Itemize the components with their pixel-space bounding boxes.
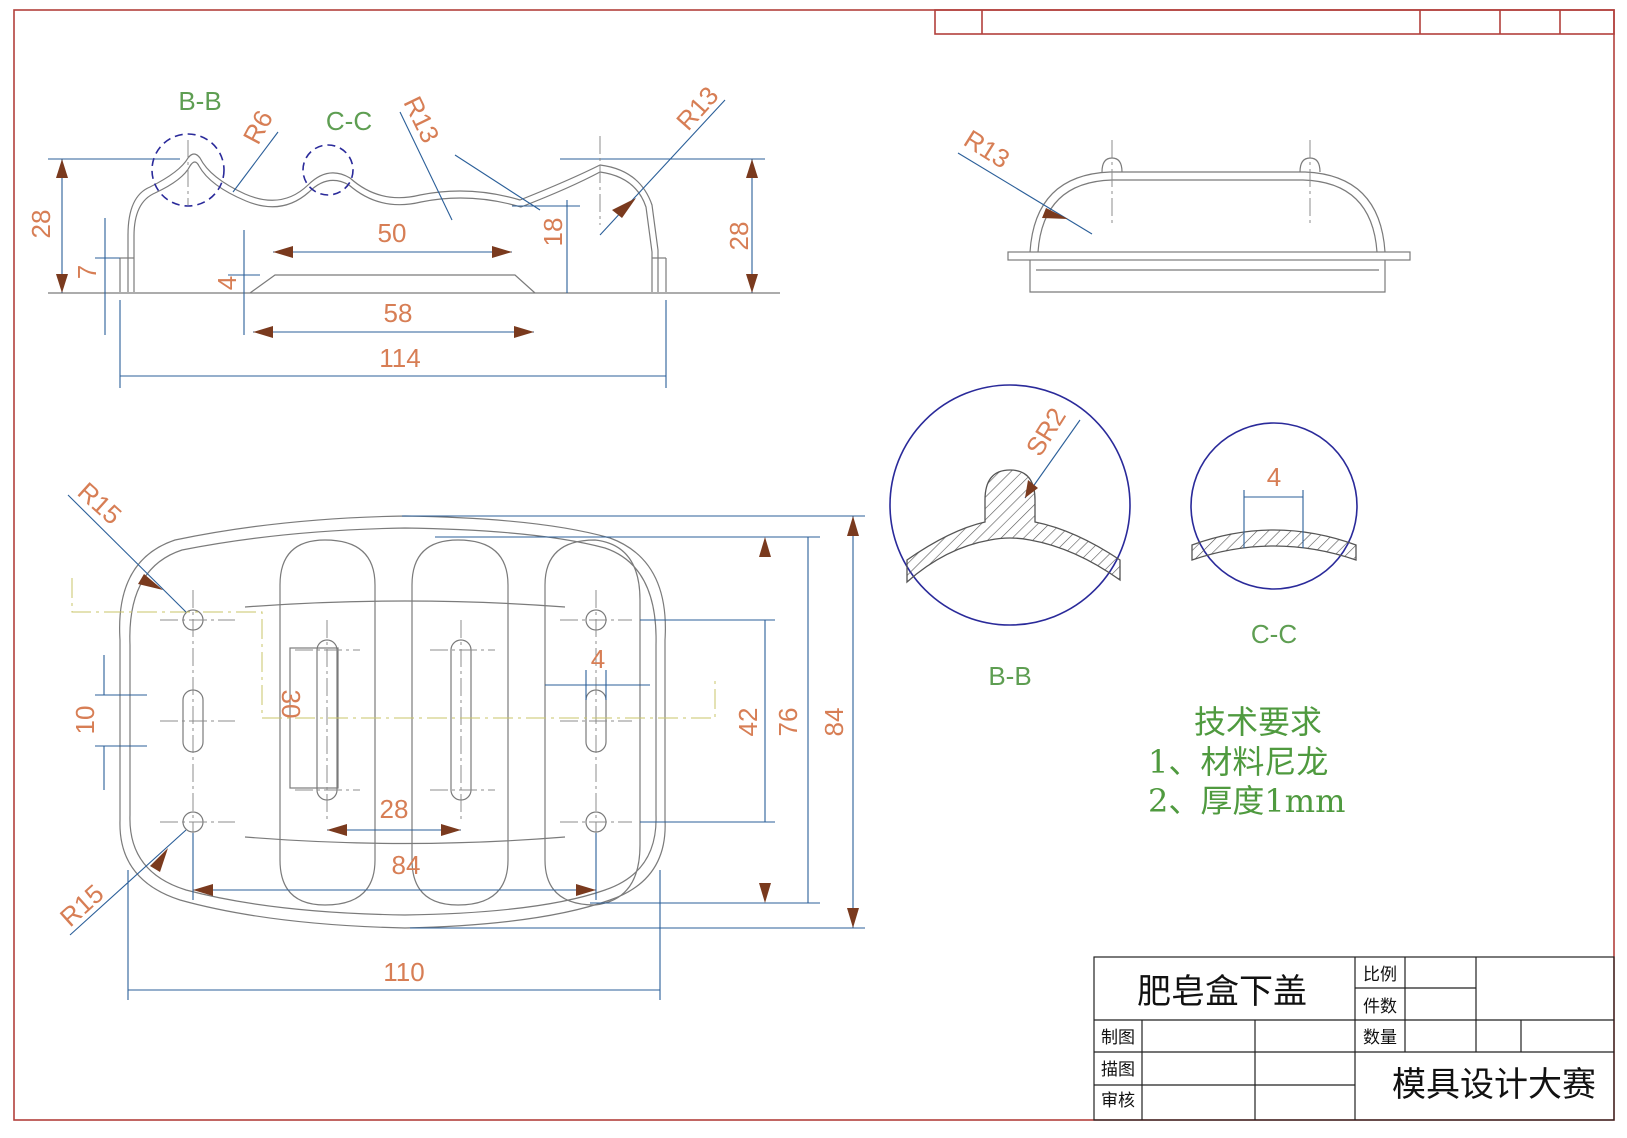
pieces-label: 件数 <box>1363 997 1397 1017</box>
tech-heading: 技术要求 <box>1194 703 1322 741</box>
dim-110: 110 <box>383 957 424 987</box>
quantity-label: 数量 <box>1363 1028 1397 1048</box>
tech-item-1: 1、材料尼龙 <box>1148 743 1328 781</box>
side-view: R13 <box>957 124 1411 293</box>
dim-10: 10 <box>70 706 100 735</box>
dim-r6: R6 <box>237 105 279 148</box>
dim-r13-side: R13 <box>959 124 1015 175</box>
dim-r13-b: R13 <box>670 80 724 136</box>
dim-4-front: 4 <box>212 276 242 290</box>
sheet-border <box>13 9 1615 1121</box>
detail-bb: SR2 B-B <box>889 384 1131 691</box>
technical-requirements: 技术要求 1、材料尼龙 2、厚度1mm <box>1148 703 1345 820</box>
plan-view: R15 R15 10 30 4 42 76 84 28 84 110 <box>54 476 865 1000</box>
dim-50: 50 <box>378 218 407 248</box>
dim-84-vertical: 84 <box>819 708 849 737</box>
traced-label: 描图 <box>1101 1060 1135 1080</box>
scale-label: 比例 <box>1363 965 1397 985</box>
dim-28-left: 28 <box>26 210 56 239</box>
dim-r15-top: R15 <box>72 476 128 530</box>
dim-r15-bottom: R15 <box>54 878 110 932</box>
dim-114: 114 <box>379 343 420 373</box>
label-cc-detail: C-C <box>1251 619 1297 649</box>
label-bb-detail: B-B <box>988 661 1031 691</box>
dim-30: 30 <box>276 690 306 719</box>
dim-r13-a: R13 <box>398 91 446 147</box>
dim-4-cc: 4 <box>1267 462 1281 492</box>
dim-28-right: 28 <box>724 222 754 251</box>
contest-name: 模具设计大赛 <box>1392 1065 1596 1105</box>
drawn-label: 制图 <box>1101 1028 1135 1048</box>
front-section-view: B-B C-C R6 R13 R13 28 28 7 4 18 50 58 11… <box>26 80 780 388</box>
plan-outline-inner <box>129 527 657 916</box>
part-name: 肥皂盒下盖 <box>1137 972 1307 1012</box>
dim-58: 58 <box>384 298 413 328</box>
label-bb-top: B-B <box>178 86 221 116</box>
detail-cc-section <box>1191 529 1357 561</box>
front-profile-outer <box>127 153 659 292</box>
plan-rib-2 <box>411 539 509 906</box>
dim-84-horizontal: 84 <box>392 850 421 880</box>
dim-28-plan: 28 <box>380 794 409 824</box>
title-block: 肥皂盒下盖 比例 件数 数量 制图 描图 审核 模具设计大赛 <box>1093 956 1615 1121</box>
plan-rib-1 <box>279 539 376 906</box>
checked-label: 审核 <box>1101 1091 1135 1111</box>
dim-18: 18 <box>538 218 568 247</box>
front-inner-recess <box>249 274 536 294</box>
side-dome-inner <box>1037 179 1378 253</box>
plan-outline-outer <box>119 515 666 929</box>
dim-sr2: SR2 <box>1020 402 1072 461</box>
plan-rib-3 <box>544 539 641 906</box>
dim-42: 42 <box>733 708 763 737</box>
detail-bb-section <box>906 469 1121 584</box>
tech-item-2: 2、厚度1mm <box>1148 782 1345 820</box>
dim-7: 7 <box>72 265 102 279</box>
detail-cc: 4 C-C <box>1190 422 1358 649</box>
label-cc-top: C-C <box>326 106 372 136</box>
side-dome-outline <box>1029 171 1386 253</box>
front-profile-inner <box>133 161 653 292</box>
dim-4-plan: 4 <box>591 644 605 674</box>
dim-76: 76 <box>773 708 803 737</box>
